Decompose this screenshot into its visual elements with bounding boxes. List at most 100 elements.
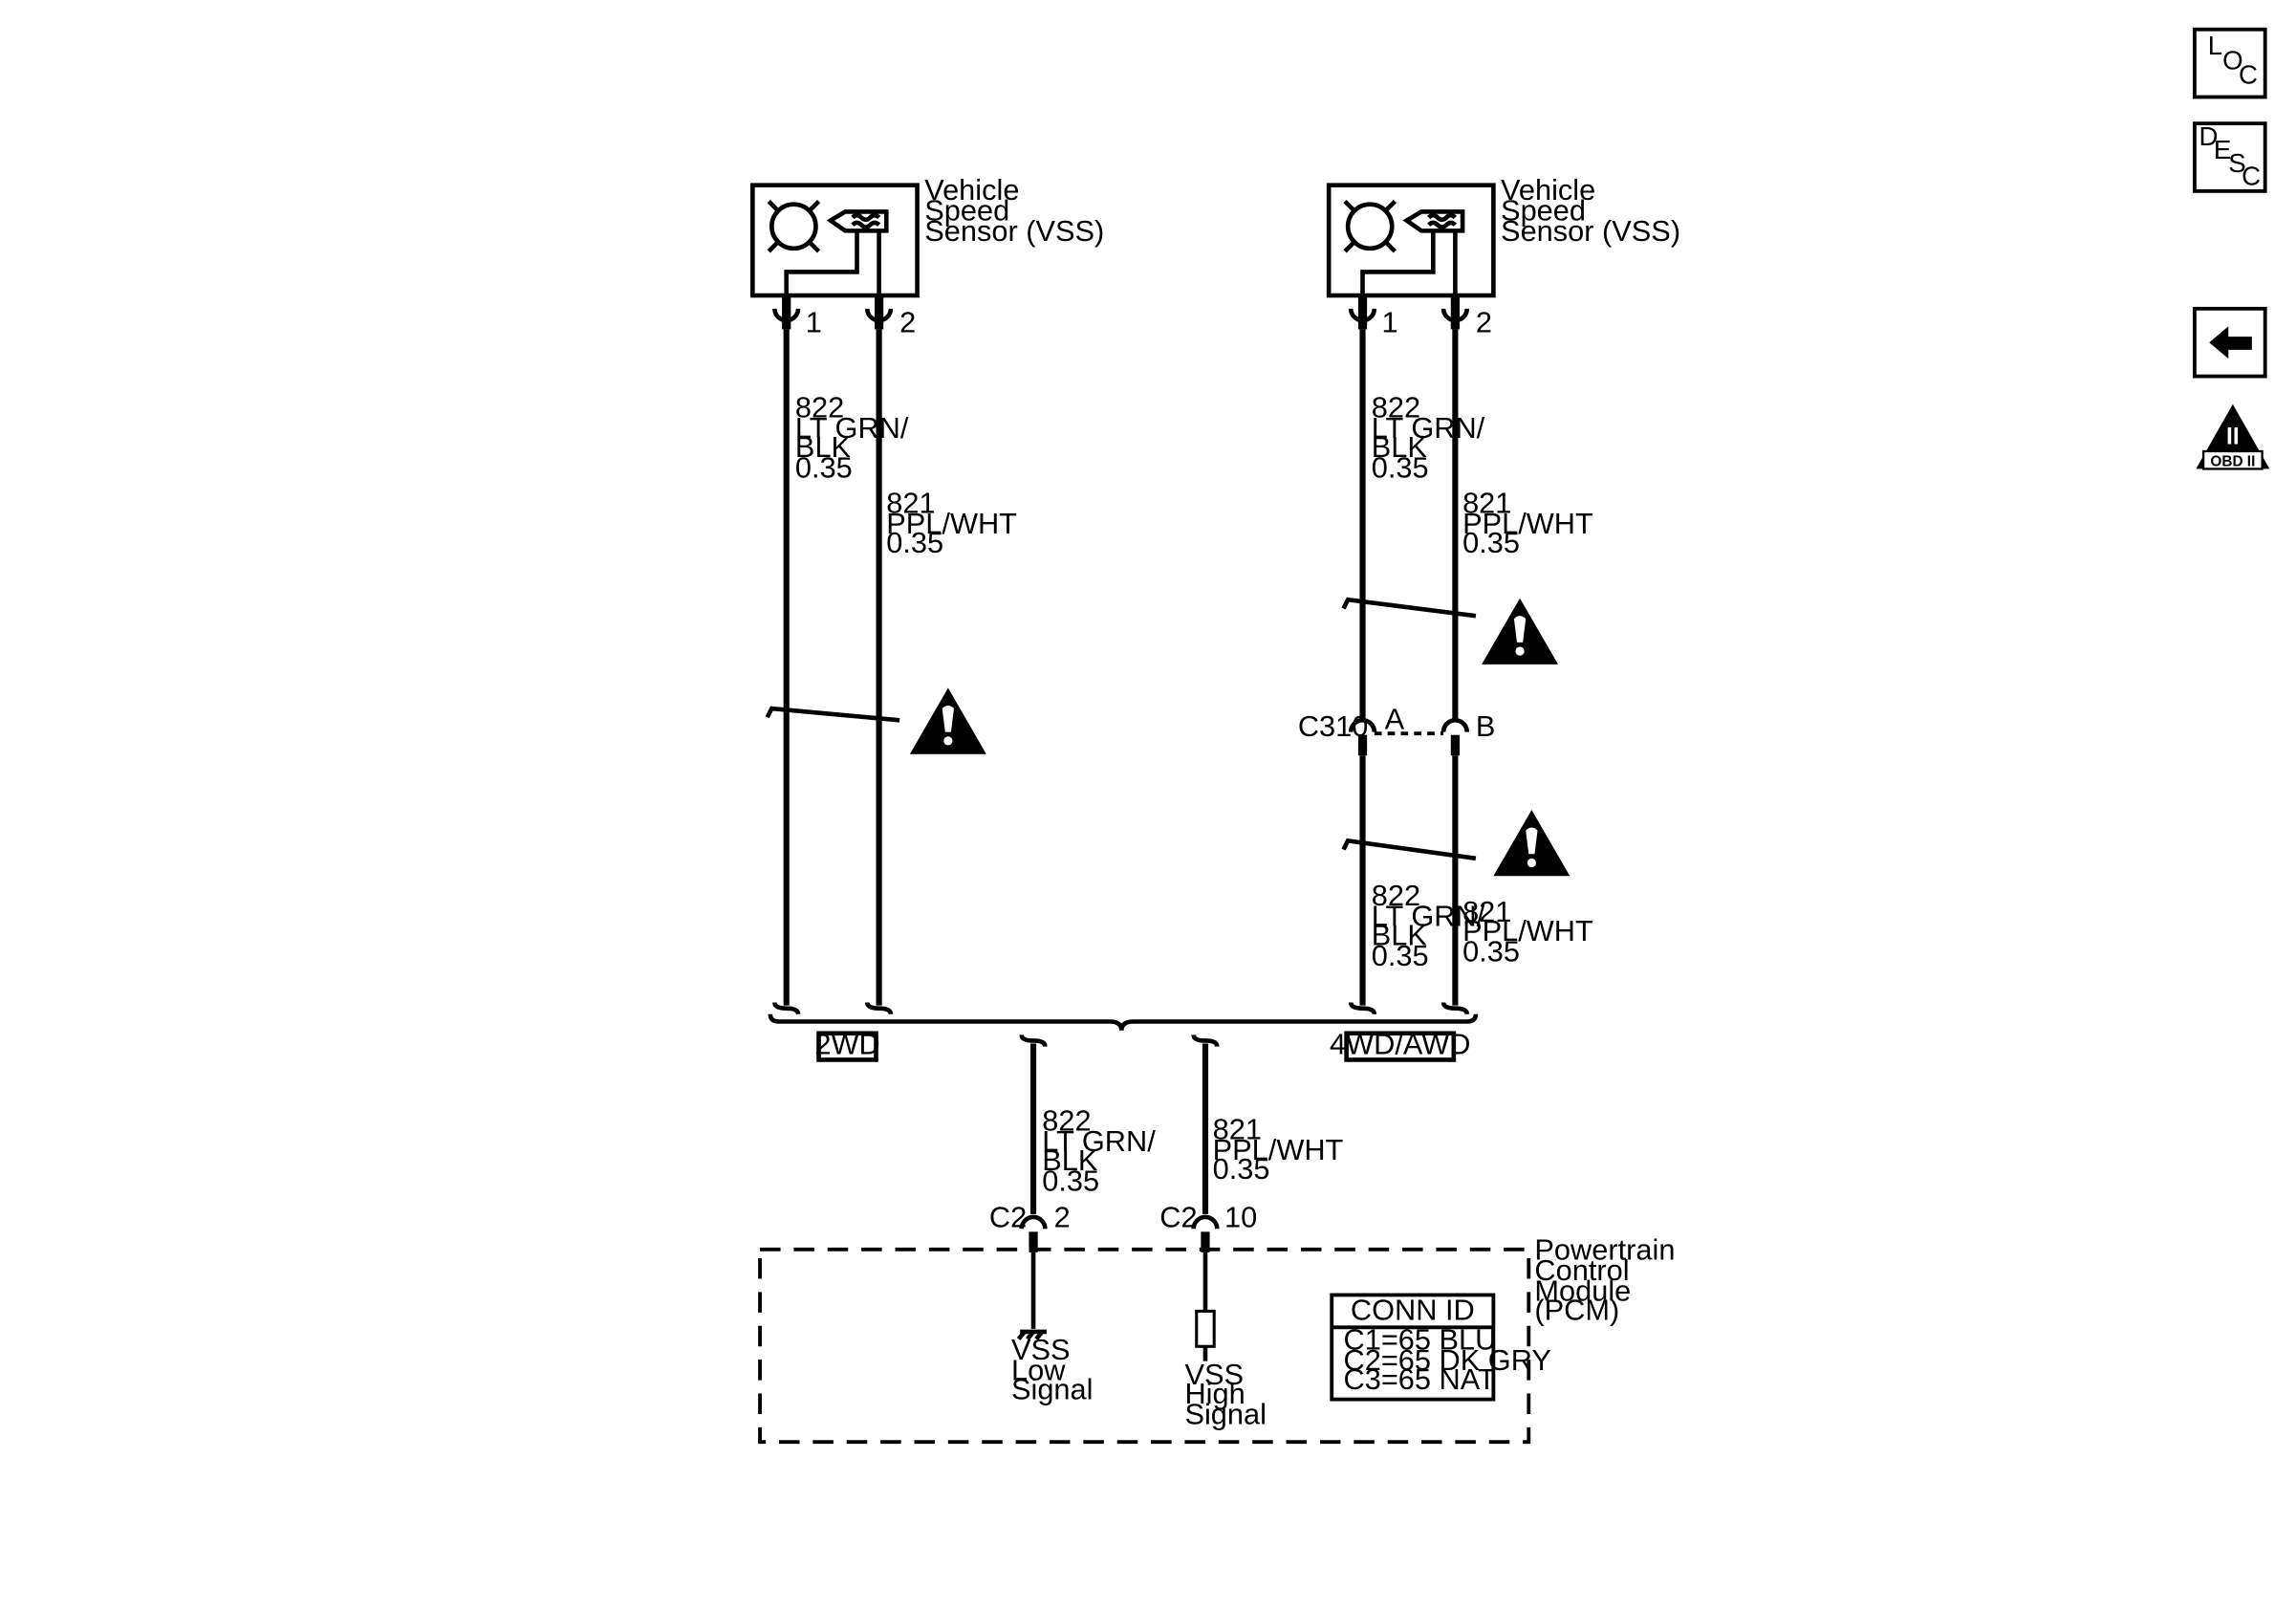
- obd-ii-button[interactable]: II OBD II: [2196, 403, 2270, 470]
- svg-text:OBD II: OBD II: [2210, 453, 2255, 469]
- svg-text:(PCM): (PCM): [1534, 1294, 1619, 1327]
- right-sensor-pin2-label: 2: [1476, 305, 1492, 338]
- conn-id-row: C2=65 DK GRY: [1344, 1343, 1551, 1377]
- bottom-wire-822-label: 822 LT GRN/ BLK 0.35: [1042, 1103, 1156, 1197]
- right-upper-twisted-pair-marker: [1341, 597, 1477, 619]
- svg-text:PPL/WHT: PPL/WHT: [1462, 914, 1593, 947]
- left-twisted-pair-marker: [765, 706, 900, 723]
- pcm-name-label: Powertrain Control Module (PCM): [1534, 1233, 1675, 1327]
- svg-text:0.35: 0.35: [1372, 939, 1429, 972]
- svg-text:PPL/WHT: PPL/WHT: [1462, 507, 1593, 540]
- svg-text:821: 821: [1213, 1112, 1262, 1145]
- right-sensor-box: [1326, 183, 1496, 298]
- conn-id-title: CONN ID: [1351, 1294, 1475, 1327]
- svg-text:Signal: Signal: [1011, 1373, 1093, 1406]
- pcm-module-outline: [758, 1247, 1531, 1445]
- back-arrow-icon: [2209, 326, 2252, 359]
- left-vehicle-speed-sensor: Vehicle Speed Sensor (VSS) 1 2: [750, 173, 1104, 338]
- svg-text:C: C: [2239, 60, 2258, 90]
- left-sensor-pin1-terminal: [772, 296, 801, 330]
- right-upper-wire-822-label: 822 LT GRN/ BLK 0.35: [1372, 391, 1485, 485]
- right-sensor-pickup-icon: [1360, 209, 1465, 299]
- left-sensor-pin1-label: 1: [806, 305, 822, 338]
- svg-text:S: S: [2228, 148, 2245, 178]
- svg-text:4WD/AWD: 4WD/AWD: [1330, 1027, 1471, 1060]
- right-vehicle-speed-sensor: Vehicle Speed Sensor (VSS) 1 2: [1326, 173, 1680, 338]
- svg-text:Powertrain: Powertrain: [1534, 1233, 1675, 1267]
- svg-text:822: 822: [795, 391, 844, 425]
- left-warning-icon: [909, 687, 986, 754]
- svg-text:II: II: [2226, 424, 2240, 449]
- svg-text:C: C: [2242, 162, 2261, 191]
- svg-text:0.35: 0.35: [1042, 1164, 1099, 1197]
- obd-ii-icon: II OBD II: [2196, 403, 2270, 470]
- c310-pin-b-label: B: [1476, 709, 1496, 743]
- svg-text:BLK: BLK: [1372, 919, 1428, 952]
- svg-text:821: 821: [1462, 487, 1511, 520]
- svg-text:VSS: VSS: [1011, 1333, 1071, 1366]
- option-2wd-box: 2WD: [814, 1027, 880, 1062]
- right-upper-wire-821-label: 821 PPL/WHT 0.35: [1462, 487, 1593, 560]
- svg-text:E: E: [2214, 135, 2231, 164]
- pcm-low-pin-label: 2: [1054, 1201, 1071, 1234]
- right-sensor-pin1-label: 1: [1382, 305, 1398, 338]
- left-wire-821-label: 821 PPL/WHT 0.35: [886, 487, 1017, 560]
- left-sensor-name-line3: Sensor (VSS): [924, 214, 1104, 248]
- svg-text:High: High: [1184, 1377, 1245, 1410]
- svg-text:O: O: [2222, 45, 2243, 75]
- svg-text:0.35: 0.35: [1462, 526, 1520, 559]
- svg-text:822: 822: [1372, 391, 1420, 425]
- left-sensor-box: [750, 183, 920, 298]
- svg-text:LT GRN/: LT GRN/: [795, 411, 909, 445]
- conn-id-table: CONN ID C1=65 BLU C2=65 DK GRY C3=65 NAT: [1330, 1293, 1551, 1402]
- svg-text:Low: Low: [1011, 1354, 1066, 1387]
- svg-text:0.35: 0.35: [795, 451, 853, 485]
- c310-pin-a-label: A: [1385, 703, 1405, 736]
- pcm-high-connector-label: C2: [1159, 1201, 1197, 1234]
- svg-text:L: L: [2208, 31, 2222, 60]
- svg-text:LT GRN/: LT GRN/: [1042, 1124, 1156, 1158]
- right-sensor-gear-icon: [1343, 199, 1397, 253]
- svg-text:2WD: 2WD: [814, 1027, 879, 1060]
- svg-text:LT GRN/: LT GRN/: [1372, 411, 1485, 445]
- pcm-high-pin-label: 10: [1224, 1201, 1257, 1234]
- right-sensor-name-line1: Vehicle: [1501, 173, 1595, 207]
- pcm-low-signal-label: VSS Low Signal: [1011, 1333, 1093, 1406]
- back-button[interactable]: [2192, 306, 2267, 379]
- svg-text:Control: Control: [1534, 1253, 1629, 1287]
- svg-text:LT GRN/: LT GRN/: [1372, 900, 1485, 933]
- left-sensor-pickup-icon: [784, 209, 889, 299]
- right-sensor-name-line3: Sensor (VSS): [1501, 214, 1680, 248]
- left-sensor-name-line1: Vehicle: [924, 173, 1019, 207]
- svg-text:VSS: VSS: [1184, 1358, 1244, 1391]
- conn-id-row: C1=65 BLU: [1344, 1322, 1497, 1356]
- wire-end-hooks: [772, 1002, 1470, 1015]
- svg-text:Module: Module: [1534, 1274, 1631, 1308]
- svg-text:D: D: [2199, 121, 2219, 151]
- right-lower-warning-icon: [1493, 810, 1570, 877]
- svg-text:0.35: 0.35: [1462, 934, 1520, 968]
- location-button[interactable]: L O C: [2192, 27, 2267, 99]
- c310-label: C310: [1298, 709, 1369, 743]
- svg-text:821: 821: [1462, 895, 1511, 928]
- conn-id-row: C3=65 NAT: [1344, 1362, 1496, 1396]
- pcm-low-connector-label: C2: [989, 1201, 1027, 1234]
- svg-text:0.35: 0.35: [1372, 451, 1429, 485]
- right-lower-wire-822-label: 822 LT GRN/ BLK 0.35: [1372, 879, 1485, 972]
- right-sensor-name-line2: Speed: [1501, 194, 1586, 228]
- pcm-high-signal-label: VSS High Signal: [1184, 1358, 1266, 1431]
- c310-connector: [1348, 718, 1470, 756]
- svg-text:822: 822: [1042, 1103, 1091, 1137]
- svg-text:821: 821: [886, 487, 935, 520]
- description-button[interactable]: D E S C: [2192, 121, 2267, 193]
- svg-text:822: 822: [1372, 879, 1420, 912]
- right-sensor-pin2-terminal: [1440, 296, 1470, 330]
- harness-bracket: [768, 1013, 1479, 1031]
- resistor-icon: [1195, 1309, 1216, 1348]
- left-wire-822-label: 822 LT GRN/ BLK 0.35: [795, 391, 909, 485]
- svg-text:BLK: BLK: [795, 430, 852, 464]
- left-sensor-pin2-label: 2: [899, 305, 916, 338]
- svg-text:PPL/WHT: PPL/WHT: [886, 507, 1017, 540]
- right-upper-warning-icon: [1482, 598, 1559, 664]
